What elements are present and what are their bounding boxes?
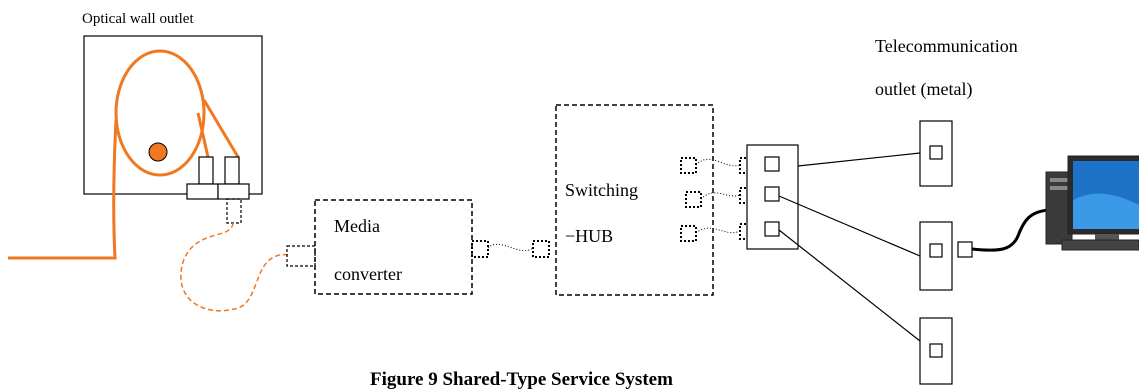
fiber-spool-dot [148, 142, 168, 162]
desktop-computer-icon [1045, 155, 1139, 251]
pc-lan-plug [957, 241, 973, 258]
media-converter-label-line2: converter [334, 264, 402, 284]
optical-outlet-label: Optical wall outlet [82, 11, 194, 27]
pc-lan-cable [971, 208, 1049, 252]
switching-hub-label-line2: −HUB [565, 226, 614, 246]
outlet-patch-plug [226, 198, 242, 224]
optical-connectors [186, 156, 250, 200]
figure-caption: Figure 9 Shared-Type Service System [370, 369, 673, 390]
optical-wall-outlet-box [83, 35, 263, 195]
telecom-outlet-label-line2: outlet (metal) [875, 79, 973, 99]
optical-fiber-coil [8, 49, 240, 260]
telecom-outlet-label-line1: Telecommunication [875, 36, 1018, 56]
optical-patch-cable [180, 222, 291, 312]
patch-panel-ports [764, 156, 780, 237]
switching-hub-label-line1: Switching [565, 180, 639, 200]
media-converter-label-line1: Media [334, 216, 380, 236]
switching-hub-box [555, 104, 714, 296]
horizontal-cabling [778, 152, 921, 342]
telecom-outlets [919, 120, 953, 385]
media-converter-optical-port [286, 245, 316, 267]
lan-cables [487, 158, 741, 252]
